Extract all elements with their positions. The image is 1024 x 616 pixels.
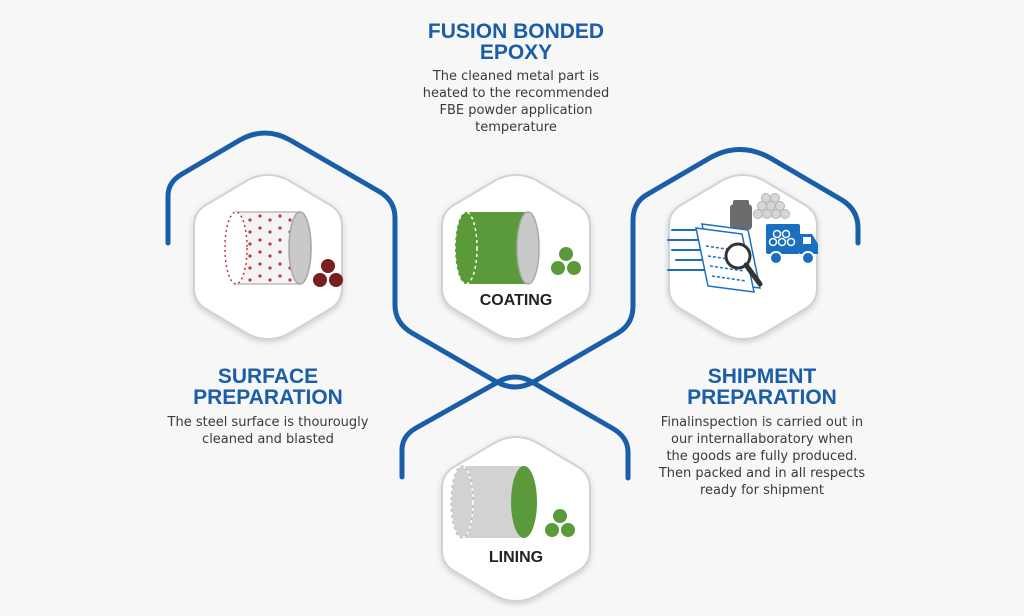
surface-desc-line: cleaned and blasted (202, 432, 334, 447)
fbe-desc-line: FBE powder application (439, 103, 593, 118)
shipment-desc-line: Finalinspection is carried out in (660, 415, 864, 430)
fbe-desc-line: heated to the recommended (422, 86, 610, 101)
frame-line-left (165, 130, 861, 390)
fbe-title-line2: EPOXY (479, 41, 553, 64)
surface-title: SURFACE PREPARATION (138, 366, 398, 408)
fbe-desc-line: temperature (475, 120, 557, 135)
surface-title-line1: SURFACE (217, 365, 319, 388)
shipment-title: SHIPMENT PREPARATION (632, 366, 892, 408)
fbe-description: The cleaned metal part is heated to the … (376, 68, 656, 136)
shipment-desc-line: the goods are fully produced. (666, 449, 858, 464)
fbe-title-line1: FUSION BONDED (427, 20, 605, 43)
shipment-title-line1: SHIPMENT (707, 365, 817, 388)
pipe-blasted-icon (224, 211, 343, 287)
surface-title-line2: PREPARATION (193, 386, 343, 409)
surface-description: The steel surface is thourougly cleaned … (128, 414, 408, 448)
inspection-shipment-icon (667, 193, 818, 293)
pipe-lined-icon (450, 465, 575, 539)
coating-label: COATING (479, 292, 553, 309)
shipment-desc-line: ready for shipment (700, 483, 824, 498)
surface-desc-line: The steel surface is thourougly (167, 415, 369, 430)
shipment-desc-line: our internallaboratory when (671, 432, 853, 447)
fbe-desc-line: The cleaned metal part is (432, 69, 600, 84)
shipment-desc-line: Then packed and in all respects (658, 466, 866, 481)
shipment-title-line2: PREPARATION (687, 386, 837, 409)
shipment-description: Finalinspection is carried out in our in… (622, 414, 902, 499)
frame-line-lining (399, 374, 631, 481)
fbe-title: FUSION BONDED EPOXY (386, 21, 646, 63)
lining-label: LINING (488, 549, 544, 566)
pipe-coated-icon (454, 211, 581, 285)
